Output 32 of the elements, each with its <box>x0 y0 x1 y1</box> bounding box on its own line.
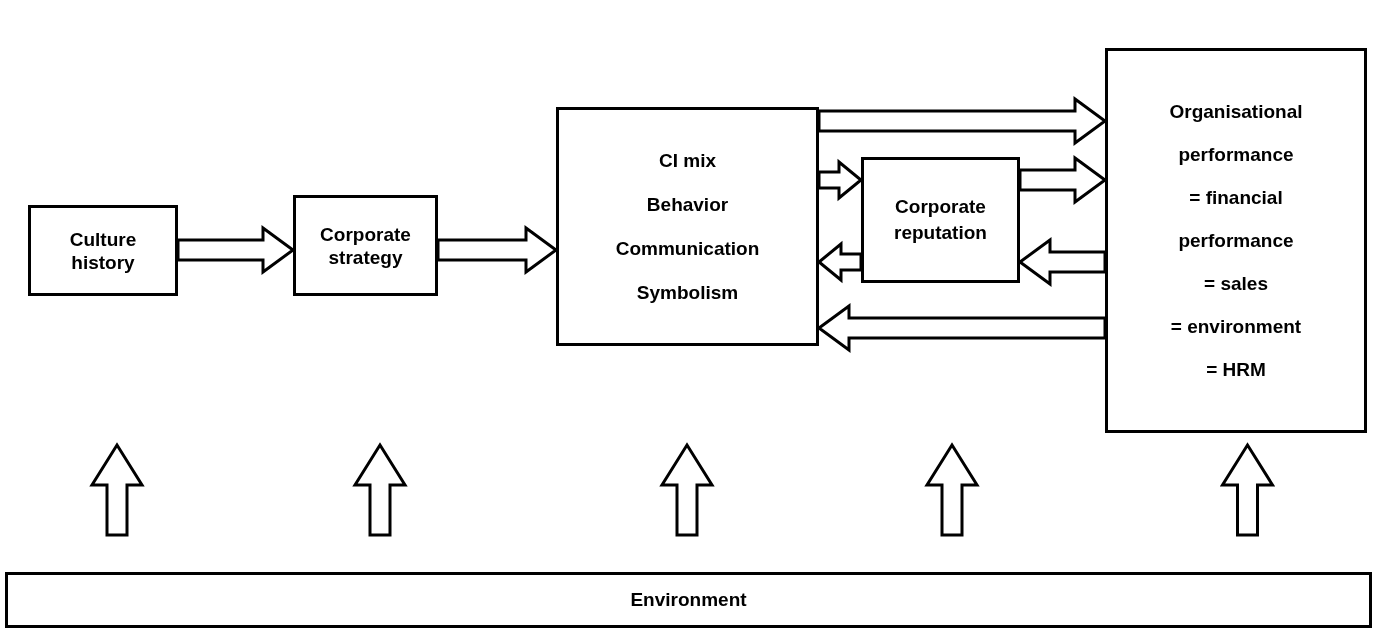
process-box <box>861 157 1020 283</box>
box-label: = HRM <box>1206 358 1266 382</box>
block-arrow <box>352 442 408 537</box>
block-arrow <box>1018 155 1108 205</box>
box-label: Environment <box>630 589 747 611</box>
box-label: = environment <box>1170 315 1302 339</box>
block-arrow <box>816 303 1107 353</box>
block-arrow <box>1017 237 1107 287</box>
process-box <box>5 572 1372 628</box>
box-label: Corporate reputation <box>893 195 988 245</box>
block-arrow <box>817 96 1108 146</box>
block-arrow <box>817 158 864 202</box>
block-arrow <box>436 225 559 275</box>
box-label: Communication <box>615 236 760 261</box>
box-label: Behavior <box>646 192 729 217</box>
process-box <box>556 107 819 346</box>
box-label: Organisational performance <box>1168 100 1304 167</box>
block-arrow <box>176 225 296 275</box>
box-label: = financial performance <box>1177 186 1295 253</box>
process-box <box>293 195 438 296</box>
box-label: CI mix <box>659 148 716 173</box>
block-arrow <box>924 442 980 537</box>
block-arrow <box>816 240 863 284</box>
box-label: Symbolism <box>636 280 739 305</box>
process-box <box>1105 48 1367 433</box>
block-arrow <box>659 442 715 537</box>
box-label: = sales <box>1204 272 1268 296</box>
block-arrow <box>89 442 145 537</box>
box-label: Culture history <box>68 227 138 274</box>
block-arrow <box>1219 442 1276 537</box>
box-label: Corporate strategy <box>319 222 412 269</box>
process-box <box>28 205 178 296</box>
